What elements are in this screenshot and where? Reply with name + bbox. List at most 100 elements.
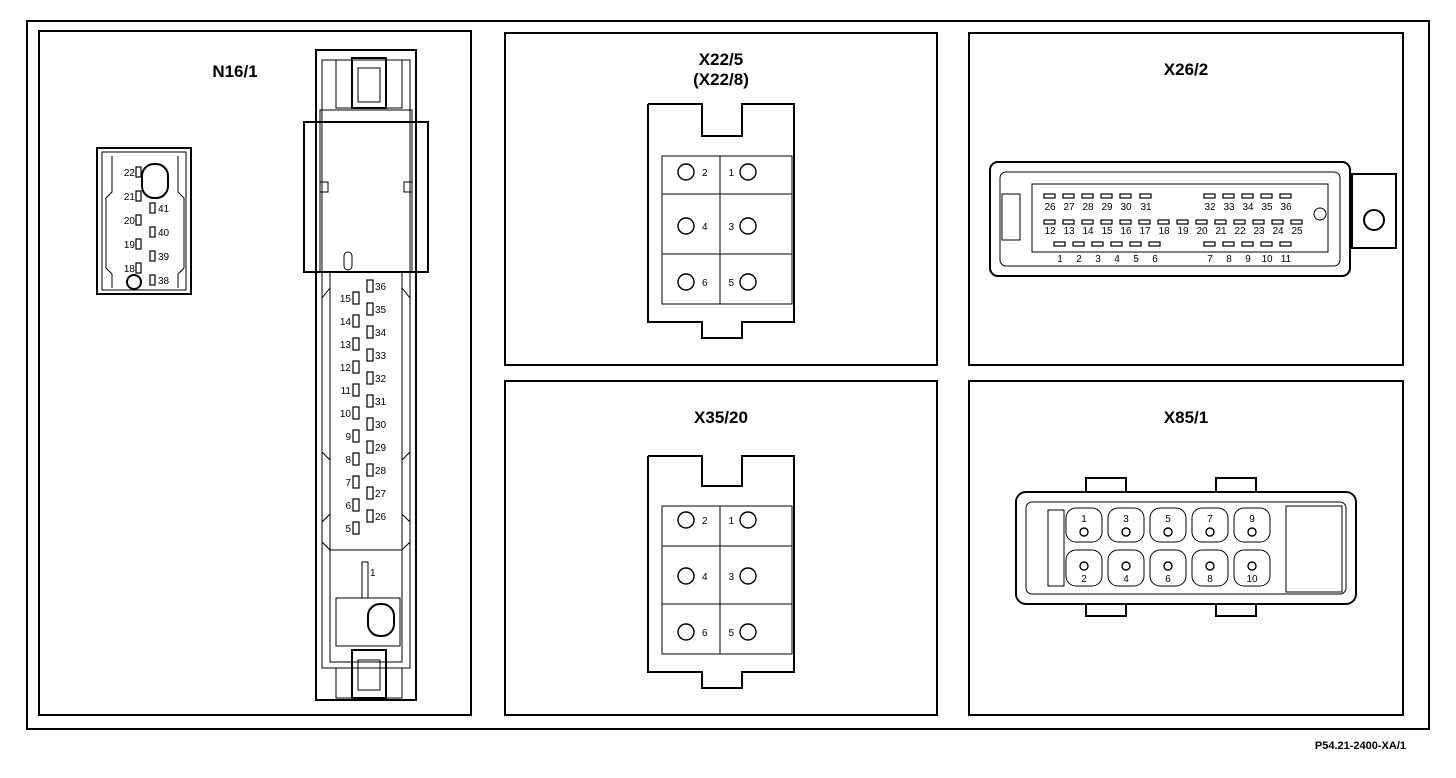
pin-slot: [366, 394, 374, 408]
pin-label: 31: [1140, 202, 1152, 213]
pin-cavity: [1107, 549, 1145, 587]
pin-cavity: [1233, 507, 1271, 543]
pin-label: 36: [375, 282, 387, 293]
pin-slot: [366, 486, 374, 500]
pin-slot: [1062, 193, 1075, 199]
pin-label: 21: [1215, 226, 1227, 237]
pin-slot: [1100, 193, 1113, 199]
pin-label: 19: [124, 240, 136, 251]
n16-pin-label: 1: [370, 568, 376, 579]
pin-label: 27: [1063, 202, 1075, 213]
pin-slot: [1157, 219, 1170, 225]
pin-slot: [352, 452, 360, 466]
pin-label: 22: [1234, 226, 1246, 237]
pin-slot: [1053, 241, 1066, 247]
pin-cavity: [1191, 549, 1229, 587]
pin-label: 9: [345, 432, 351, 443]
panel-title: X22/5: [698, 50, 744, 69]
pin-slot: [1233, 219, 1246, 225]
pin-label: 35: [1261, 202, 1273, 213]
pin-label: 10: [1246, 574, 1258, 585]
pin-hole: [739, 567, 757, 585]
pin-slot: [1260, 241, 1273, 247]
pin-slot: [1119, 193, 1132, 199]
pin-hole: [739, 163, 757, 181]
pin-slot: [366, 440, 374, 454]
pin-label: 25: [1291, 226, 1303, 237]
pin-label: 6: [702, 278, 708, 289]
pin-cavity: [1149, 507, 1187, 543]
x22-housing: [647, 103, 795, 339]
pin-slot: [1214, 219, 1227, 225]
pin-label: 2: [1076, 254, 1082, 265]
x26-housing: [989, 161, 1397, 277]
pin-slot: [352, 475, 360, 489]
pin-label: 7: [1207, 254, 1213, 265]
pin-hole: [677, 163, 695, 181]
pin-label: 20: [1196, 226, 1208, 237]
panel-title: N16/1: [212, 62, 258, 81]
pin-label: 18: [1158, 226, 1170, 237]
pin-label: 3: [1095, 254, 1101, 265]
pin-slot: [1241, 193, 1254, 199]
pin-hole: [739, 623, 757, 641]
pin-hole: [739, 273, 757, 291]
pin-slot: [366, 417, 374, 431]
pin-slot: [149, 202, 156, 214]
pin-label: 33: [375, 351, 387, 362]
pin-label: 23: [1253, 226, 1265, 237]
pin-label: 2: [702, 168, 708, 179]
pin-hole: [677, 273, 695, 291]
pin-label: 28: [375, 466, 387, 477]
pin-slot: [1129, 241, 1142, 247]
pin-slot: [366, 302, 374, 316]
pin-hole: [677, 217, 695, 235]
pin-slot: [366, 348, 374, 362]
pin-slot: [1139, 193, 1152, 199]
pin-slot: [366, 279, 374, 293]
pin-hole: [677, 623, 695, 641]
pin-slot: [135, 262, 142, 274]
pin-slot: [352, 314, 360, 328]
pin-label: 10: [340, 409, 352, 420]
pin-label: 34: [375, 328, 387, 339]
pin-label: 20: [124, 216, 136, 227]
pin-label: 21: [124, 192, 136, 203]
pin-slot: [1072, 241, 1085, 247]
pin-slot: [352, 406, 360, 420]
panel-title: X85/1: [1163, 408, 1209, 427]
pin-label: 26: [1044, 202, 1056, 213]
pin-hole: [739, 511, 757, 529]
pin-label: 7: [345, 478, 351, 489]
pin-label: 31: [375, 397, 387, 408]
pin-label: 16: [1120, 226, 1132, 237]
pin-label: 2: [1081, 574, 1087, 585]
pin-hole: [677, 511, 695, 529]
pin-label: 3: [1123, 514, 1129, 525]
pin-label: 5: [1165, 514, 1171, 525]
pin-slot: [1222, 193, 1235, 199]
pin-label: 35: [375, 305, 387, 316]
pin-label: 29: [375, 443, 387, 454]
pin-label: 6: [1152, 254, 1158, 265]
pin-slot: [135, 238, 142, 250]
pin-label: 36: [1280, 202, 1292, 213]
pin-slot: [149, 250, 156, 262]
pin-slot: [366, 463, 374, 477]
pin-cavity: [1107, 507, 1145, 543]
pin-label: 13: [1063, 226, 1075, 237]
pin-slot: [1148, 241, 1161, 247]
pin-hole: [1247, 527, 1257, 537]
pin-label: 14: [340, 317, 352, 328]
drawing-reference-code: P54.21-2400-XA/1: [1314, 740, 1406, 752]
pin-label: 9: [1249, 514, 1255, 525]
panel-title: X35/20: [694, 408, 748, 427]
diagram-frame: [26, 20, 1430, 730]
pin-cavity: [1191, 507, 1229, 543]
pin-slot: [1138, 219, 1151, 225]
